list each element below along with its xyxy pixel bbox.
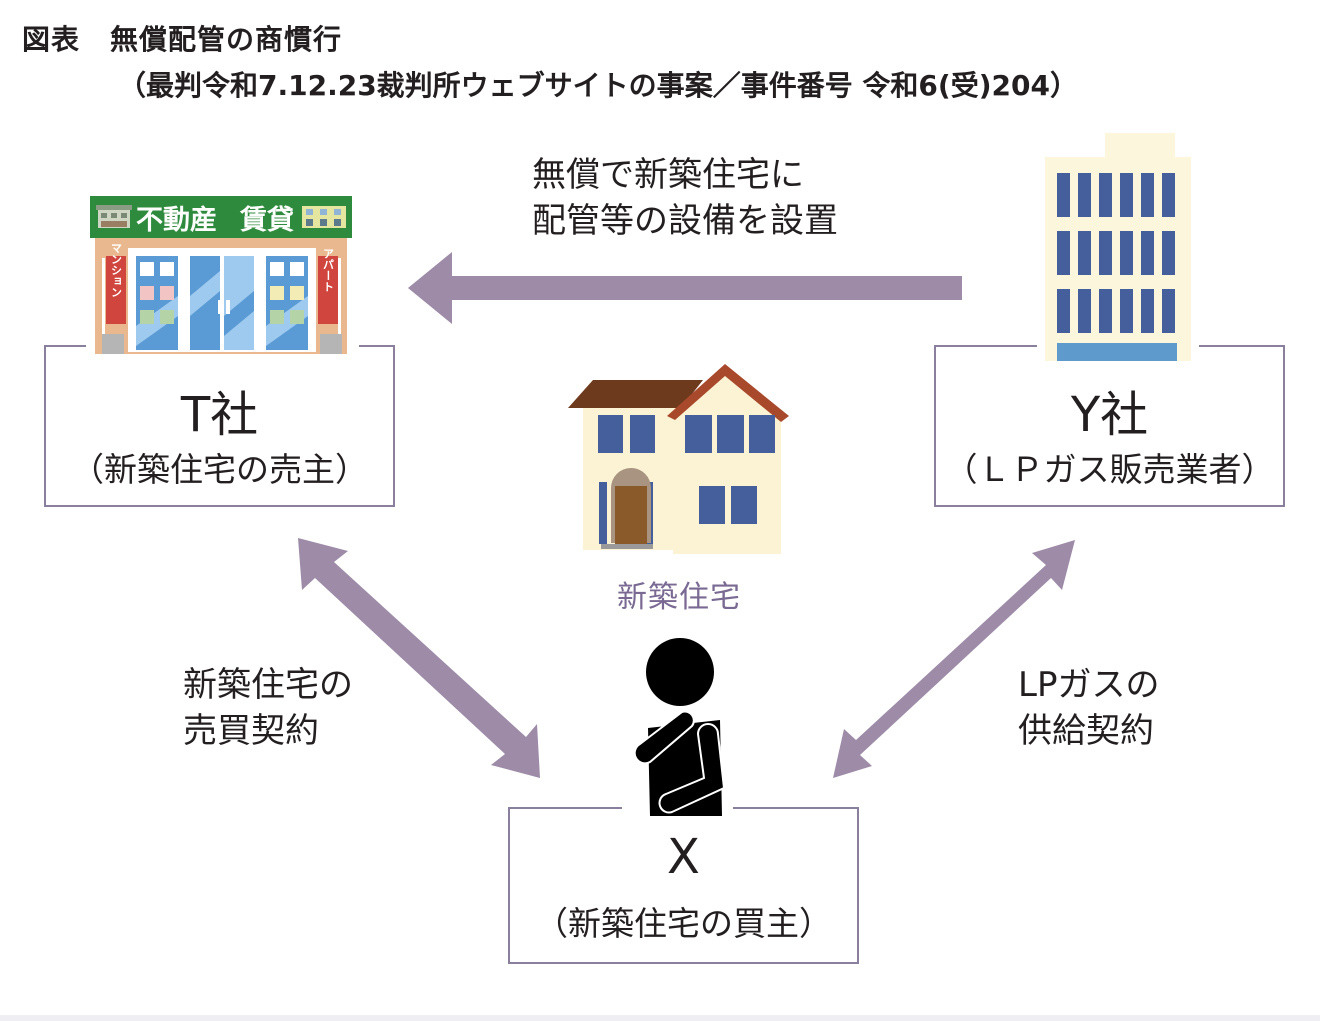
party-name-t: T社 [180, 387, 259, 443]
building-entrance [1057, 343, 1177, 361]
arrow-t-x [298, 538, 540, 778]
relation-label-y-to-t: 無償で新築住宅に 配管等の設備を設置 [532, 152, 838, 244]
arrow-y-x [833, 540, 1075, 778]
relation-y-x-line2: 供給契約 [1018, 711, 1154, 751]
bottom-strip [0, 1015, 1320, 1021]
party-role-y: （ＬＰガス販売業者） [944, 450, 1275, 489]
relation-t-x-line1: 新築住宅の [183, 665, 353, 705]
store-sign-right: 賃貸 [239, 204, 294, 236]
real-estate-store-icon: 不動産 賃貸 マンション アパート [90, 196, 352, 354]
banner-left-text: マンション [110, 243, 123, 298]
party-role-x: （新築住宅の買主） [535, 904, 832, 943]
party-name-y: Y社 [1070, 387, 1149, 443]
arrow-y-to-t [408, 252, 962, 324]
figure-label: 図表 [22, 23, 81, 56]
party-box-y: Y社 （ＬＰガス販売業者） [934, 345, 1285, 507]
relation-y-to-t-line2: 配管等の設備を設置 [532, 201, 838, 241]
relation-label-y-x: LPガスの 供給契約 [1018, 662, 1159, 754]
party-name-x: X [667, 829, 700, 885]
relation-t-x-line2: 売買契約 [183, 711, 319, 751]
thinking-person-icon [633, 638, 726, 816]
office-building-icon [1045, 133, 1191, 361]
relation-label-t-x: 新築住宅の 売買契約 [183, 662, 353, 754]
house-icon [568, 364, 789, 554]
relation-y-to-t-line1: 無償で新築住宅に [532, 155, 804, 195]
building-windows [1057, 173, 1175, 333]
relation-y-x-line1: LPガスの [1018, 665, 1160, 705]
house-label: 新築住宅 [617, 580, 741, 615]
sign-building-icon-left [96, 205, 132, 228]
banner-left [106, 256, 126, 324]
box-top-border-right [733, 807, 859, 809]
sign-building-icon-right [302, 206, 346, 228]
box-top-border-left [508, 807, 622, 809]
party-role-t: （新築住宅の売主） [71, 450, 368, 489]
box-top-border-left [934, 345, 1037, 347]
store-sign-left: 不動産 [136, 204, 217, 236]
box-top-border-left [44, 345, 86, 347]
figure-title-text: 無償配管の商慣行 [110, 23, 343, 56]
party-box-t: T社 （新築住宅の売主） [44, 345, 395, 507]
figure-title: 図表無償配管の商慣行 [22, 18, 342, 58]
banner-right [318, 256, 338, 324]
box-top-border-right [359, 345, 395, 347]
party-box-x: X （新築住宅の買主） [508, 807, 859, 964]
banner-right-text: アパート [322, 248, 335, 292]
figure-subtitle: （最判令和7.12.23裁判所ウェブサイトの事案／事件番号 令和6(受)204） [118, 69, 1078, 102]
box-top-border-right [1199, 345, 1285, 347]
house-door [615, 486, 647, 544]
